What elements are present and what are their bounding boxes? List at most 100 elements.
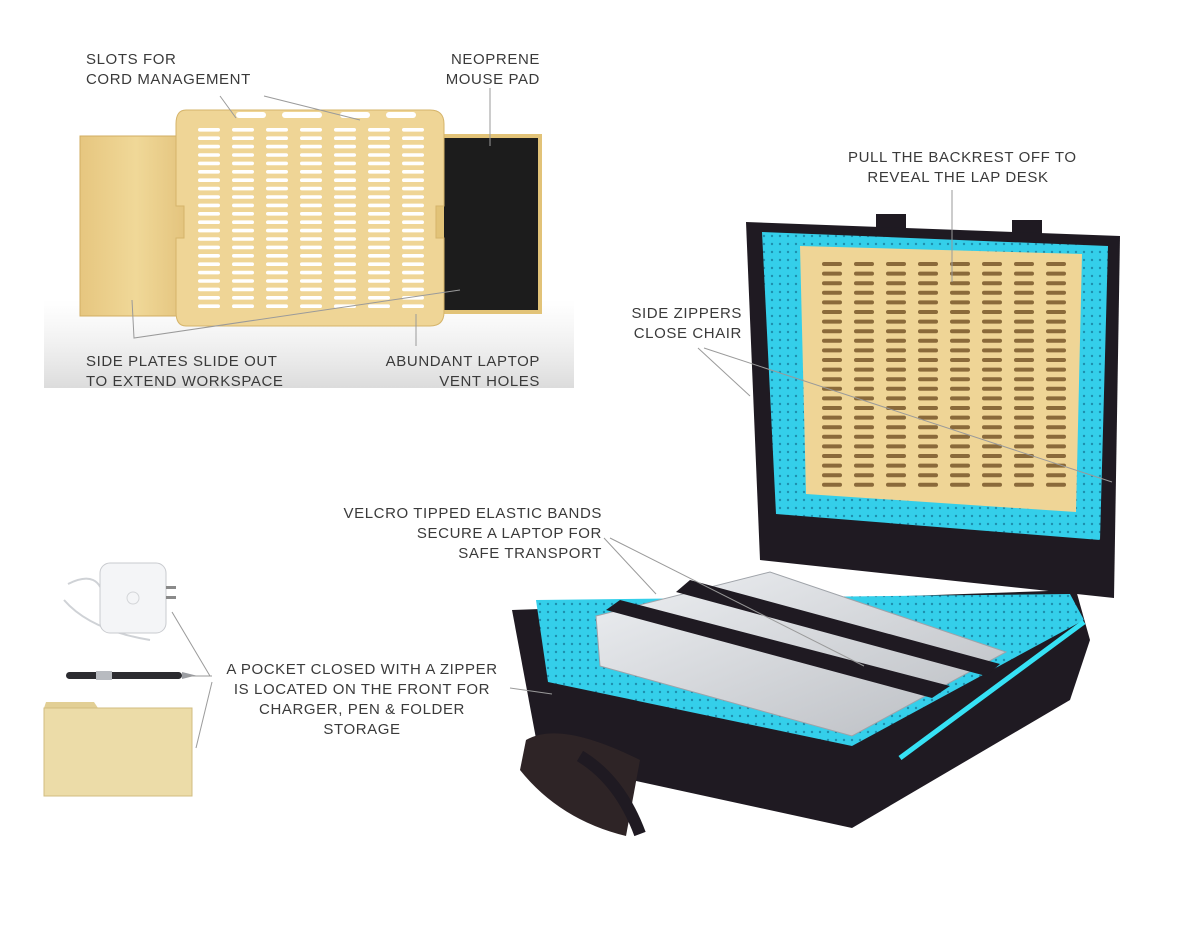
backrest-vent-hole <box>950 290 970 295</box>
vent-hole <box>232 136 254 140</box>
backrest-vent-hole <box>822 310 842 314</box>
backrest-vent-hole <box>886 396 906 401</box>
vent-hole <box>334 203 356 208</box>
backrest-vent-hole <box>950 281 970 286</box>
backrest-vent-hole <box>886 358 906 362</box>
backrest-vent-hole <box>822 271 842 276</box>
backrest-vent-hole <box>950 454 970 458</box>
backrest-vent-hole <box>950 386 970 391</box>
vent-hole <box>334 228 356 233</box>
vent-hole <box>300 128 322 132</box>
backrest-vent-hole <box>950 367 970 372</box>
vent-hole <box>402 287 424 292</box>
backrest-vent-hole <box>982 358 1002 362</box>
backrest-vent-hole <box>982 444 1002 449</box>
vent-hole <box>232 262 254 266</box>
backrest-vent-hole <box>950 348 970 353</box>
vent-hole <box>402 203 424 208</box>
vent-hole <box>198 220 220 224</box>
backrest-vent-hole <box>822 281 842 286</box>
vent-hole <box>266 153 288 157</box>
backrest-vent-hole <box>822 434 842 439</box>
backrest-vent-hole <box>822 338 842 343</box>
vent-hole <box>402 128 424 132</box>
vent-hole <box>334 279 356 283</box>
backrest-vent-hole <box>886 310 906 314</box>
backrest-vent-hole <box>982 425 1002 430</box>
vent-hole <box>232 228 254 233</box>
vent-hole <box>198 128 220 132</box>
backrest-vent-holes <box>822 262 1066 487</box>
backrest-vent-hole <box>1046 482 1066 487</box>
vent-hole <box>198 279 220 283</box>
vent-hole <box>300 254 322 258</box>
vent-hole <box>232 203 254 208</box>
vent-hole <box>300 212 322 216</box>
vent-hole <box>368 296 390 300</box>
vent-hole <box>334 144 356 149</box>
callout-side-plates: SIDE PLATES SLIDE OUT TO EXTEND WORKSPAC… <box>86 353 284 390</box>
vent-hole <box>334 304 356 308</box>
vent-hole <box>368 254 390 258</box>
vent-hole <box>266 228 288 233</box>
vent-hole <box>300 178 322 182</box>
backrest-vent-hole <box>1014 444 1034 449</box>
vent-hole <box>368 178 390 182</box>
backrest-vent-hole <box>1046 319 1066 324</box>
backrest-vent-hole <box>918 281 938 286</box>
vent-hole <box>266 161 288 166</box>
vent-hole <box>266 212 288 216</box>
backrest-vent-hole <box>982 310 1002 314</box>
left-side-plate <box>79 135 193 317</box>
backrest-vent-hole <box>854 329 874 334</box>
backrest-vent-hole <box>886 406 906 410</box>
backrest-vent-hole <box>822 319 842 324</box>
vent-hole <box>368 237 390 241</box>
backrest-vent-hole <box>918 338 938 343</box>
backrest-vent-hole <box>854 454 874 458</box>
callout-mouse-pad: NEOPRENE MOUSE PAD <box>445 51 540 88</box>
vent-hole <box>334 128 356 132</box>
vent-hole <box>198 287 220 292</box>
backrest-vent-hole <box>950 329 970 334</box>
backrest-vent-hole <box>886 290 906 295</box>
vent-hole <box>300 186 322 191</box>
vent-hole <box>198 228 220 233</box>
vent-hole <box>402 237 424 241</box>
vent-hole <box>368 128 390 132</box>
vent-hole <box>334 270 356 275</box>
vent-hole <box>402 170 424 174</box>
backrest-vent-hole <box>822 444 842 449</box>
backrest-vent-hole <box>1046 329 1066 334</box>
backrest-vent-hole <box>1014 367 1034 372</box>
backrest-vent-hole <box>982 348 1002 353</box>
backrest-vent-hole <box>1014 463 1034 468</box>
backrest-vent-hole <box>1046 454 1066 458</box>
backrest-vent-hole <box>982 271 1002 276</box>
backrest-vent-hole <box>1014 310 1034 314</box>
backrest-vent-hole <box>950 262 970 266</box>
backrest-vent-hole <box>854 300 874 305</box>
backrest-vent-hole <box>950 319 970 324</box>
callout-pocket: A POCKET CLOSED WITH A ZIPPER IS LOCATED… <box>226 661 498 738</box>
backrest-vent-hole <box>918 396 938 401</box>
callout-cord-slots: SLOTS FOR CORD MANAGEMENT <box>86 51 251 88</box>
backrest-vent-hole <box>950 358 970 362</box>
backrest-vent-hole <box>918 300 938 305</box>
backrest-vent-hole <box>918 434 938 439</box>
backrest-vent-hole <box>1046 358 1066 362</box>
vent-hole <box>402 178 424 182</box>
vent-hole <box>368 161 390 166</box>
backrest-vent-hole <box>982 463 1002 468</box>
vent-hole <box>198 270 220 275</box>
vent-hole <box>368 270 390 275</box>
backrest-vent-hole <box>1014 319 1034 324</box>
backrest-vent-hole <box>918 482 938 487</box>
callout-backrest: PULL THE BACKREST OFF TO REVEAL THE LAP … <box>848 149 1077 186</box>
vent-hole <box>300 228 322 233</box>
backrest-vent-hole <box>1014 329 1034 334</box>
backrest-vent-hole <box>854 271 874 276</box>
backrest-vent-hole <box>918 386 938 391</box>
elastic-band-1 <box>606 600 950 698</box>
backrest-vent-hole <box>822 463 842 468</box>
